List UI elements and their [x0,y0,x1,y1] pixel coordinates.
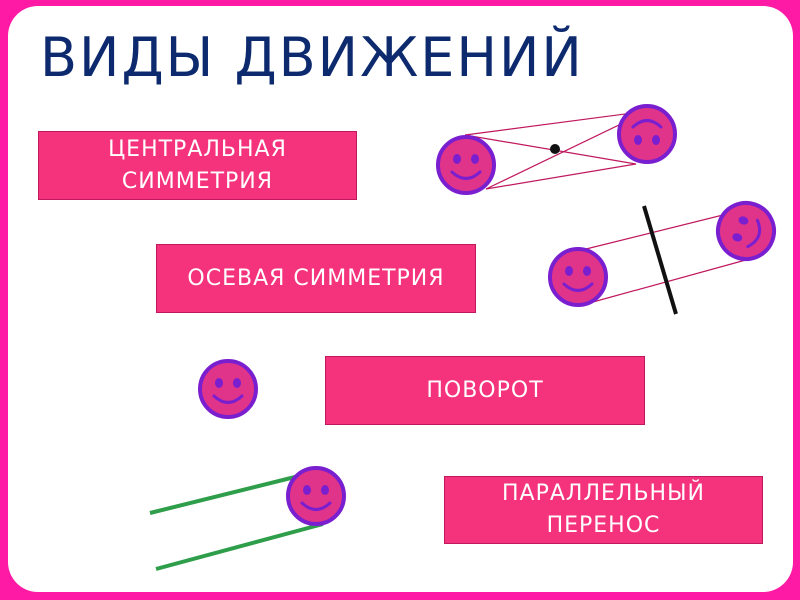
smiley-face-icon [548,247,608,307]
smiley-face-icon [286,466,346,526]
translation-diagram [149,466,346,571]
slide-title: ВИДЫ ДВИЖЕНИЙ [40,26,584,89]
axial-symmetry-label-text: ОСЕВАЯ СИММЕТРИЯ [187,265,445,291]
smiley-face-icon [436,135,496,195]
translation-label-line2: ПЕРЕНОС [546,513,661,538]
central-symmetry-label-line2: СИММЕТРИЯ [121,168,274,194]
axial-line-top [585,209,744,250]
rotation-label: ПОВОРОТ [325,356,645,425]
slide: ВИДЫ ДВИЖЕНИЙ ЦЕНТРАЛЬНАЯ СИММЕТРИЯ ОСЕВ… [8,6,793,592]
translation-path-line [155,522,324,571]
translation-label: ПАРАЛЛЕЛЬНЫЙ ПЕРЕНОС [444,476,763,544]
central-symmetry-diagram [436,104,677,195]
smiley-face-mirrored-icon [708,193,784,269]
translation-label-line1: ПАРАЛЛЕЛЬНЫЙ [502,481,705,506]
symmetry-axis-line [642,205,678,315]
symmetry-line-bottom [485,163,637,190]
axial-symmetry-diagram [548,193,784,315]
central-symmetry-label: ЦЕНТРАЛЬНАЯ СИММЕТРИЯ [38,131,357,200]
rotation-diagram [198,359,258,419]
rotation-label-text: ПОВОРОТ [426,377,544,403]
axial-line-bottom [592,257,754,303]
translation-path-line [149,470,316,515]
smiley-face-inverted-icon [617,104,677,164]
symmetry-center-point [550,144,560,154]
axial-symmetry-label: ОСЕВАЯ СИММЕТРИЯ [156,244,476,313]
central-symmetry-label-line1: ЦЕНТРАЛЬНАЯ [108,136,287,162]
motion-illustrations [149,104,784,571]
symmetry-line-top [464,110,649,136]
smiley-face-icon [198,359,258,419]
